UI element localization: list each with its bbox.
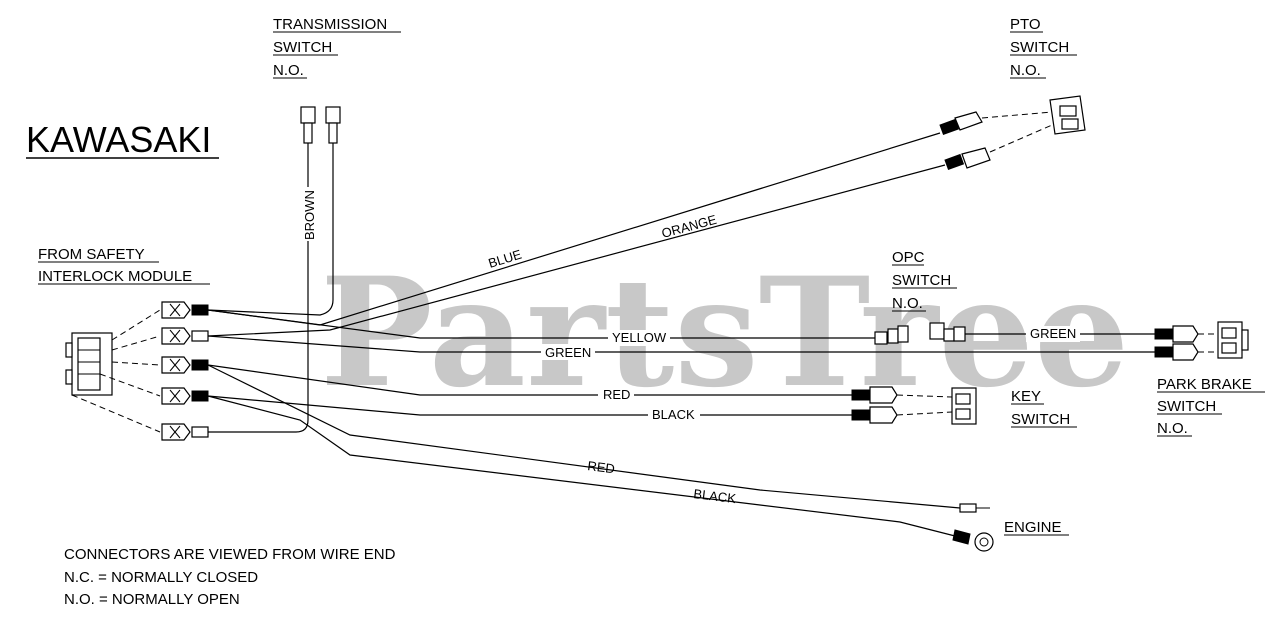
transmission-label-line2: SWITCH (273, 39, 332, 56)
wire-label-green-main: GREEN (545, 345, 591, 360)
notes: CONNECTORS ARE VIEWED FROM WIRE END N.C.… (64, 546, 396, 608)
park-brake-label-line1: PARK BRAKE (1157, 376, 1252, 393)
note-line2: N.C. = NORMALLY CLOSED (64, 569, 258, 586)
wire-labels: BROWN BLUE ORANGE YELLOW GREEN GREEN RED… (300, 187, 1080, 506)
key-switch-label: KEY SWITCH (1011, 388, 1077, 428)
terminal-2 (161, 327, 209, 345)
wire-label-brown: BROWN (302, 190, 317, 240)
park-brake-label-line2: SWITCH (1157, 398, 1216, 415)
engine-label: ENGINE (1004, 519, 1069, 536)
watermark: PartsTree (320, 245, 1129, 421)
wire-label-green-right: GREEN (1030, 326, 1076, 341)
wire-label-red-key: RED (603, 387, 630, 402)
opc-label-line2: SWITCH (892, 272, 951, 289)
pto-label-line3: N.O. (1010, 62, 1041, 79)
opc-label-line1: OPC (892, 249, 925, 266)
transmission-switch-connectors (300, 106, 341, 144)
opc-switch-label: OPC SWITCH N.O. (892, 249, 957, 312)
pto-switch-label: PTO SWITCH N.O. (1010, 16, 1077, 79)
pto-switch-connectors (939, 95, 1086, 171)
wire-label-red-engine: RED (587, 458, 616, 476)
wire-label-black-engine: BLACK (693, 486, 737, 506)
safety-label-line1: FROM SAFETY (38, 246, 145, 263)
note-line3: N.O. = NORMALLY OPEN (64, 591, 240, 608)
key-switch-connectors (851, 386, 977, 425)
key-label-line2: SWITCH (1011, 411, 1070, 428)
transmission-label-line3: N.O. (273, 62, 304, 79)
pto-label-line1: PTO (1010, 16, 1041, 33)
wire-label-yellow: YELLOW (612, 330, 667, 345)
module-dashed-leads (71, 309, 161, 433)
park-brake-label-line3: N.O. (1157, 420, 1188, 437)
diagram-title: KAWASAKI (26, 119, 211, 160)
terminal-5 (161, 423, 209, 441)
transmission-label-line1: TRANSMISSION (273, 16, 387, 33)
wire-label-black-key: BLACK (652, 407, 695, 422)
safety-label-line2: INTERLOCK MODULE (38, 268, 192, 285)
terminal-4 (161, 387, 209, 405)
engine-label-text: ENGINE (1004, 519, 1062, 536)
opc-label-line3: N.O. (892, 295, 923, 312)
interlock-module-connector (65, 332, 113, 396)
opc-switch-connectors (874, 322, 966, 345)
safety-module-label: FROM SAFETY INTERLOCK MODULE (38, 246, 210, 285)
note-line1: CONNECTORS ARE VIEWED FROM WIRE END (64, 546, 396, 563)
wires (207, 132, 1155, 537)
park-brake-label: PARK BRAKE SWITCH N.O. (1157, 376, 1265, 437)
wire-label-orange: ORANGE (660, 212, 719, 241)
terminal-1 (161, 301, 209, 319)
park-brake-connectors (1154, 321, 1249, 361)
transmission-switch-label: TRANSMISSION SWITCH N.O. (273, 16, 401, 79)
engine-connectors (952, 503, 994, 552)
key-label-line1: KEY (1011, 388, 1041, 405)
title-group: KAWASAKI (26, 119, 219, 160)
module-terminals (161, 301, 209, 441)
terminal-3 (161, 356, 209, 374)
pto-label-line2: SWITCH (1010, 39, 1069, 56)
